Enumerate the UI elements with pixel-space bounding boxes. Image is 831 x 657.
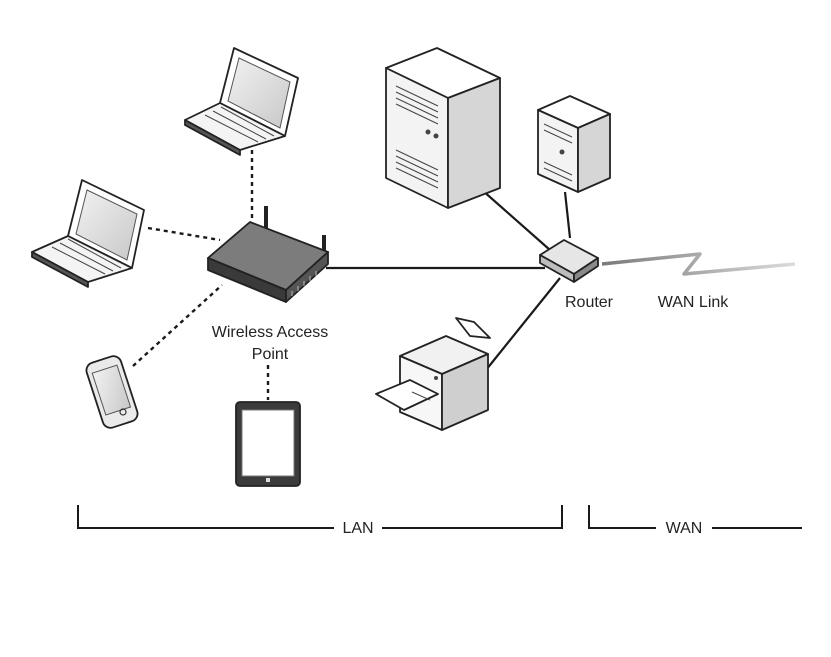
laptop-top-icon — [184, 47, 299, 156]
wan-link-label: WAN Link — [658, 294, 730, 311]
printer-icon — [375, 317, 491, 431]
wan-bracket — [588, 505, 802, 529]
wireless-access-point-icon — [207, 206, 329, 303]
router-icon — [539, 239, 599, 283]
wireless-access-point-label-line1: Wireless Access — [212, 324, 328, 341]
wan-label: WAN — [666, 520, 703, 537]
router-label: Router — [565, 294, 614, 311]
wired-link-small-server — [563, 191, 572, 239]
dotted-link-phone — [132, 284, 223, 367]
wireless-access-point-label-line2: Point — [252, 346, 289, 363]
smartphone-icon — [85, 355, 139, 429]
wired-link-printer — [485, 277, 561, 371]
wan-link-lightning-icon — [601, 252, 796, 276]
tower-server-icon — [385, 47, 501, 209]
lan-bracket — [77, 505, 563, 529]
tablet-icon — [235, 401, 301, 487]
laptop-left-icon — [31, 179, 145, 288]
wired-link-tower-server — [481, 189, 551, 251]
dotted-link-laptop-left — [147, 226, 221, 242]
small-server-icon — [537, 95, 611, 193]
connections — [132, 150, 572, 400]
lan-label: LAN — [342, 520, 373, 537]
